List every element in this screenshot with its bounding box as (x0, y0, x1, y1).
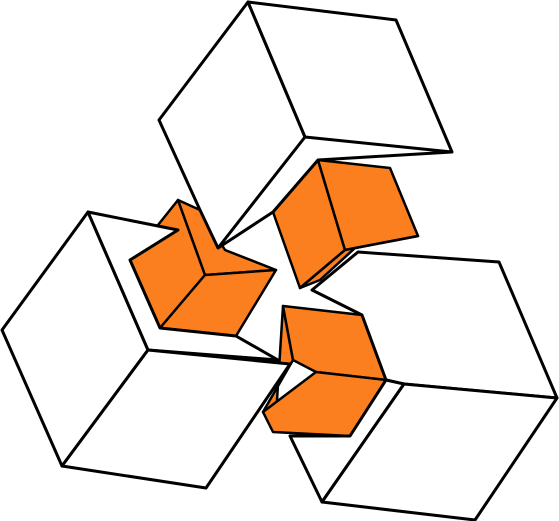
top-cube-bottom-edge (217, 150, 453, 250)
right-cube-left-face (288, 378, 406, 504)
left-cube-front-face (60, 348, 292, 490)
right-cube (288, 250, 559, 521)
top-cube (157, 0, 454, 250)
top-inner-bottom-face (298, 234, 420, 290)
bottom-inner-cube (261, 304, 388, 438)
top-cube-left-face (157, 0, 307, 250)
left-cube (0, 210, 292, 490)
right-cube-front-face (320, 382, 559, 521)
